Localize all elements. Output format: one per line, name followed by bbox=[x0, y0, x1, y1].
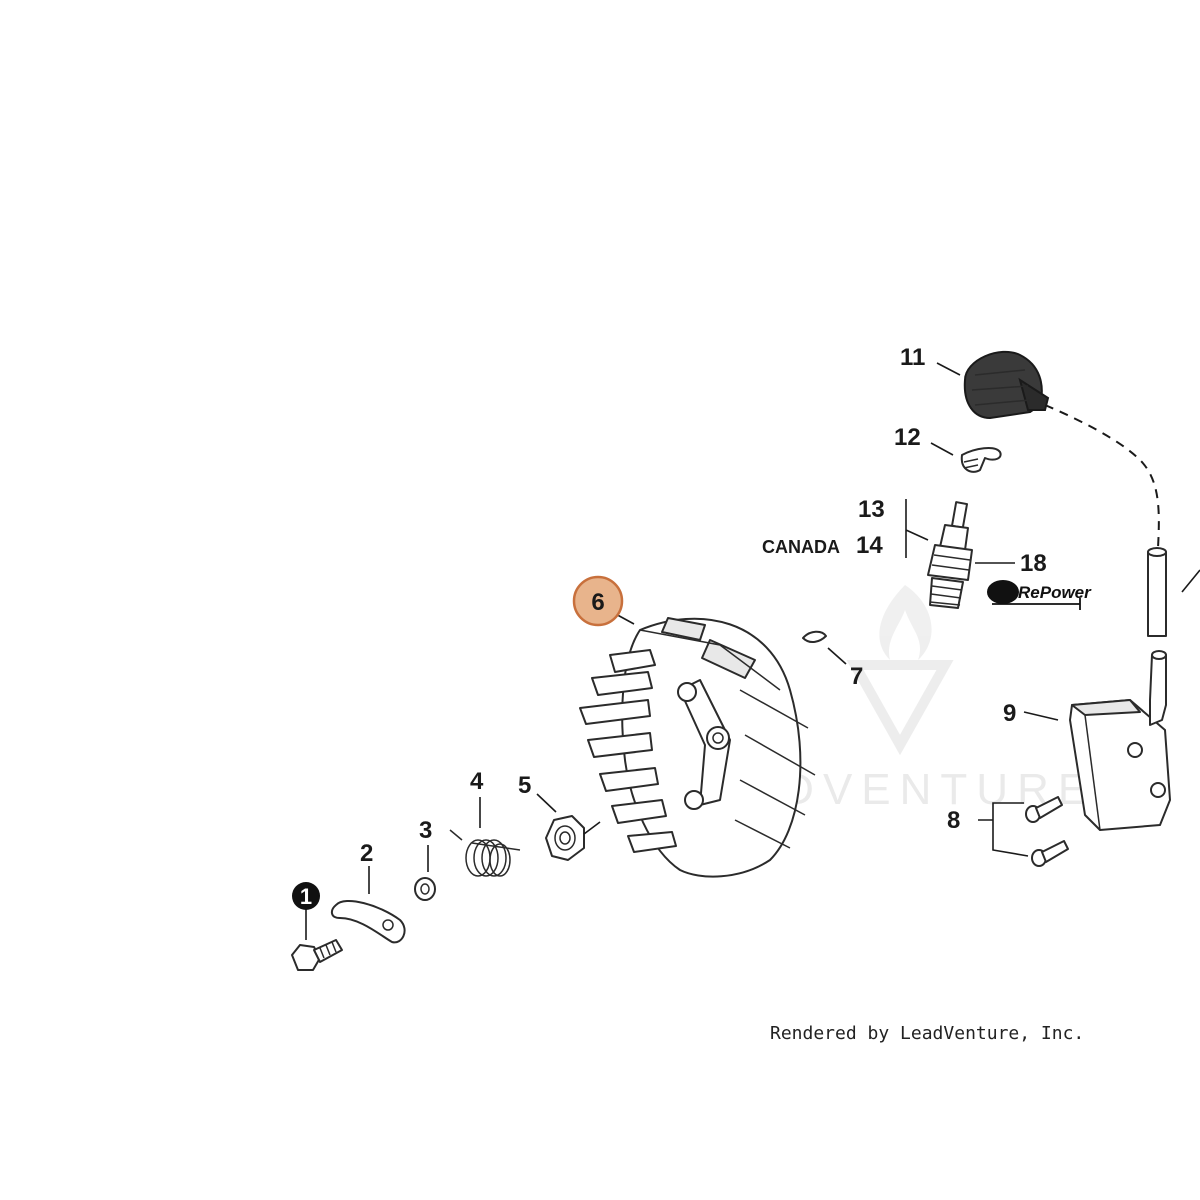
callout-2[interactable]: 2 bbox=[360, 840, 373, 867]
part-6-flywheel[interactable] bbox=[579, 617, 816, 878]
lead-wire-tube bbox=[1147, 547, 1200, 726]
leader-11 bbox=[936, 362, 961, 376]
callout-9[interactable]: 9 bbox=[1003, 700, 1016, 727]
svg-text:RePower: RePower bbox=[1018, 583, 1092, 602]
callout-7[interactable]: 7 bbox=[850, 663, 863, 690]
callout-18[interactable]: 18 bbox=[1020, 550, 1047, 577]
part-7-key[interactable] bbox=[802, 630, 827, 644]
callout-12[interactable]: 12 bbox=[894, 424, 921, 451]
callout-1-badge bbox=[292, 882, 320, 910]
leader-7 bbox=[827, 647, 847, 665]
callout-4[interactable]: 4 bbox=[470, 768, 484, 795]
wire-dash-path bbox=[1044, 404, 1160, 549]
callout-6-highlight bbox=[572, 575, 624, 627]
svg-text:6: 6 bbox=[591, 589, 604, 616]
part-13-spark-plug[interactable] bbox=[927, 501, 973, 609]
part-11-plug-boot[interactable] bbox=[963, 350, 1050, 419]
part-9-ignition-coil[interactable] bbox=[1069, 699, 1171, 831]
leader-9 bbox=[1023, 711, 1059, 721]
callout-1[interactable]: 1 bbox=[292, 882, 320, 910]
callout-11[interactable]: 11 bbox=[900, 344, 925, 371]
render-credit: Rendered by LeadVenture, Inc. bbox=[770, 1023, 1084, 1044]
axis-line-5 bbox=[583, 821, 601, 835]
canada-label: CANADA bbox=[762, 537, 840, 557]
part-1-bolt[interactable] bbox=[291, 939, 343, 971]
callout-6[interactable]: 6 bbox=[572, 575, 624, 627]
part-12-spring-clip[interactable] bbox=[960, 447, 1002, 473]
leader-13-14 bbox=[905, 499, 929, 558]
callout-14[interactable]: 14 bbox=[856, 532, 883, 559]
repower-logo: RePower bbox=[987, 580, 1092, 610]
callout-3[interactable]: 3 bbox=[419, 817, 432, 844]
part-4-spring[interactable] bbox=[449, 829, 521, 877]
part-5-nut[interactable] bbox=[545, 815, 585, 861]
leader-12 bbox=[930, 442, 954, 456]
leader-8 bbox=[978, 802, 1029, 857]
callout-13[interactable]: 13 bbox=[858, 496, 885, 523]
callout-5[interactable]: 5 bbox=[518, 772, 531, 799]
part-8-screws[interactable] bbox=[1025, 796, 1069, 867]
part-2-pawl[interactable] bbox=[330, 900, 406, 944]
callout-8[interactable]: 8 bbox=[947, 807, 960, 834]
svg-text:1: 1 bbox=[300, 884, 312, 909]
leader-5 bbox=[536, 793, 557, 813]
part-3-washer[interactable] bbox=[414, 877, 436, 901]
